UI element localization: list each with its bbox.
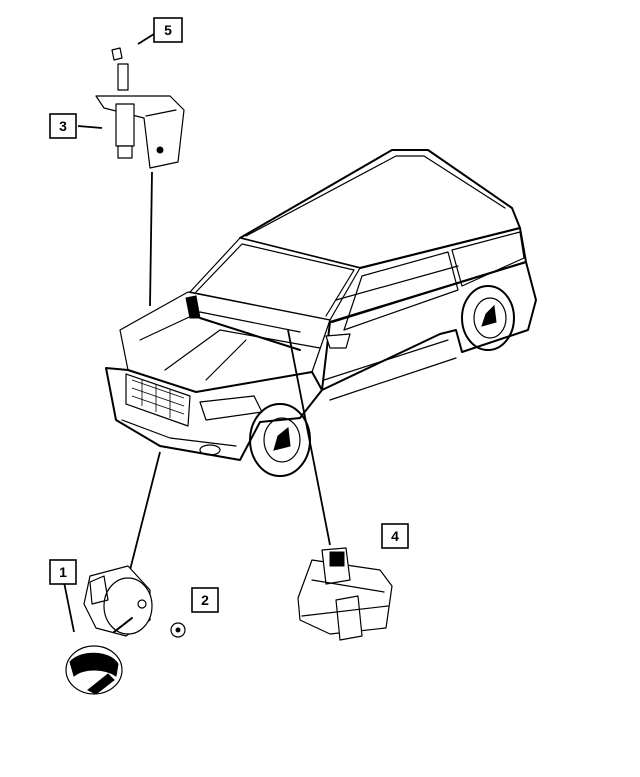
callout-4: 4 bbox=[381, 523, 409, 549]
part-5-cap bbox=[111, 47, 123, 61]
part-4-module bbox=[297, 547, 393, 641]
callout-5: 5 bbox=[153, 17, 183, 43]
callout-2-label: 2 bbox=[201, 592, 209, 608]
callout-3-label: 3 bbox=[59, 118, 67, 134]
leader-line-3 bbox=[149, 171, 153, 307]
part-2-fastener bbox=[170, 622, 186, 638]
leader-lines bbox=[63, 33, 331, 633]
callout-1-label: 1 bbox=[59, 564, 67, 580]
vehicle-illustration bbox=[105, 149, 537, 477]
callout-2: 2 bbox=[191, 587, 219, 613]
leader-line-5-box bbox=[137, 33, 155, 45]
callout-4-label: 4 bbox=[391, 528, 399, 544]
leader-line-3-box bbox=[77, 125, 103, 129]
leader-line-1 bbox=[129, 451, 161, 571]
callout-3: 3 bbox=[49, 113, 77, 139]
callout-5-label: 5 bbox=[164, 22, 172, 38]
part-1-siren bbox=[83, 565, 153, 637]
callout-1: 1 bbox=[49, 559, 77, 585]
leader-line-4 bbox=[287, 329, 331, 546]
leader-line-1b bbox=[63, 581, 75, 633]
part-1-siren-alt bbox=[65, 645, 123, 695]
part-3-hood-switch bbox=[95, 63, 185, 169]
